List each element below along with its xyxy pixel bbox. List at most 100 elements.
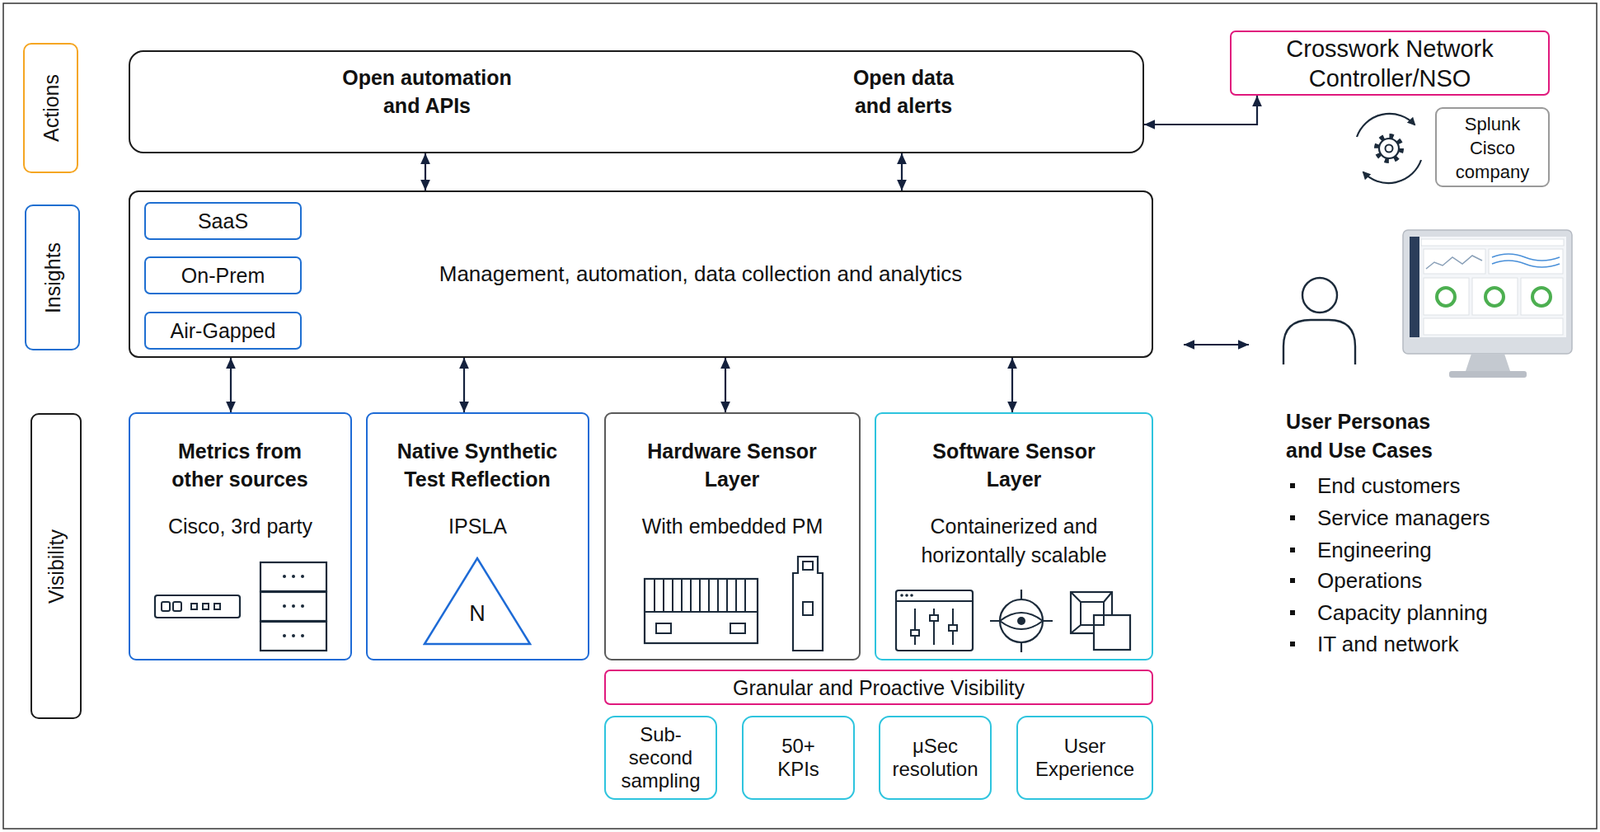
bullet	[1290, 609, 1296, 615]
gear-hub	[1385, 145, 1394, 153]
box-text: IPSLA	[367, 511, 588, 540]
switch-port	[161, 601, 170, 611]
list-item: Operations	[1317, 566, 1422, 595]
vendor-box: Splunk Cisco company	[1435, 107, 1550, 188]
cycle-arrow	[1356, 113, 1415, 137]
container-lines	[1070, 591, 1113, 634]
layer-box: Open automation and APIs Open data and al…	[128, 50, 1145, 154]
box-text: Actions	[37, 74, 65, 142]
container-icon	[1070, 591, 1113, 634]
box-text: User Experience	[1029, 734, 1141, 781]
gear-icon	[1379, 138, 1399, 159]
box-text: Open data and alerts	[841, 63, 966, 120]
section-tag: Actions	[23, 42, 79, 174]
box-text: N	[422, 599, 532, 628]
box-text: μSec resolution	[886, 734, 984, 781]
feature-box: User Experience	[1016, 715, 1154, 800]
deployment-box: SaaS	[144, 201, 302, 240]
dashboard-panel	[1423, 248, 1486, 274]
outer-frame	[3, 3, 1597, 829]
list-item: Capacity planning	[1317, 598, 1488, 627]
line-card-fins	[654, 578, 746, 612]
box-text: SaaS	[147, 208, 299, 234]
window-icon	[896, 590, 973, 651]
connector-arrow	[424, 153, 427, 191]
feature-box: Sub- second sampling	[604, 715, 718, 800]
bullet	[1290, 483, 1296, 488]
box-heading: Native Synthetic Test Reflection	[382, 436, 573, 493]
box-text: Crosswork Network Controller/NSO	[1234, 33, 1545, 94]
switch-icon	[154, 595, 240, 618]
box-heading: Open automation and APIs	[336, 63, 518, 120]
monitor-screen	[1409, 236, 1567, 338]
target-icon	[999, 599, 1043, 643]
box-heading: Hardware Sensor Layer	[633, 436, 831, 493]
server-dot	[300, 633, 305, 638]
server-dot	[282, 574, 287, 578]
server-dot	[291, 574, 296, 578]
monitor-stand	[1465, 353, 1511, 371]
feature-box: μSec resolution	[878, 715, 992, 800]
person-body	[1283, 319, 1356, 365]
section-tag: Insights	[24, 204, 80, 351]
box-text: Air-Gapped	[147, 318, 299, 343]
connector-arrow	[229, 357, 232, 413]
dashboard-chart	[1426, 255, 1483, 269]
status-ring	[1485, 287, 1504, 306]
slider-knob	[910, 629, 920, 636]
slider-knob	[929, 614, 939, 621]
connector-arrow	[1011, 357, 1014, 413]
box-text: Containerized and horizontally scalable	[898, 511, 1130, 570]
dashboard-panel	[1472, 277, 1518, 315]
server-unit	[260, 621, 327, 651]
switch-led	[202, 603, 209, 610]
section-tag: Visibility	[30, 412, 82, 719]
triangle-symbol: N	[422, 556, 532, 646]
source-box: Native Synthetic Test ReflectionIPSLA N	[365, 412, 590, 661]
connector-arrow	[900, 153, 903, 191]
switch-led	[191, 603, 198, 610]
server-dot	[300, 574, 305, 578]
dashboard-header	[1421, 239, 1564, 246]
list-item: IT and network	[1317, 629, 1460, 658]
box-text: Granular and Proactive Visibility	[607, 675, 1150, 700]
deployment-box: Air-Gapped	[144, 311, 302, 350]
bullet	[1290, 515, 1296, 521]
gear-teeth	[1376, 136, 1402, 161]
box-text: Management, automation, data collection …	[370, 259, 1031, 288]
box-text: Visibility	[42, 529, 71, 604]
server-unit	[260, 591, 327, 621]
switch-port	[173, 601, 182, 611]
eye-pupil	[1017, 616, 1026, 625]
dashboard-panel	[1488, 248, 1563, 274]
cycle-arrow	[1363, 159, 1422, 183]
window-dot	[910, 593, 914, 597]
sensor-box: Hardware Sensor LayerWith embedded PM	[604, 412, 861, 661]
sensor-box: Software Sensor LayerContainerized and h…	[874, 412, 1154, 661]
window-bar	[896, 600, 973, 602]
server-dot	[282, 604, 287, 608]
bullet	[1290, 547, 1296, 553]
dashboard-sidebar	[1409, 236, 1420, 338]
box-text: With embedded PM	[605, 511, 859, 540]
list-heading: User Personas and Use Cases	[1285, 407, 1460, 465]
server-dot	[282, 633, 287, 638]
dashboard-panel	[1520, 277, 1563, 315]
line-card-edge	[644, 610, 758, 613]
controller-box: Crosswork Network Controller/NSO	[1229, 30, 1550, 96]
box-text: 50+ KPIs	[766, 734, 831, 781]
deployment-box: On-Prem	[144, 256, 302, 295]
line-card-port	[730, 623, 746, 634]
bullet	[1290, 641, 1296, 647]
box-heading: Metrics from other sources	[157, 436, 323, 493]
box-text: On-Prem	[147, 262, 299, 288]
server-dot	[300, 604, 305, 608]
list-item: End customers	[1317, 471, 1460, 500]
monitor-base	[1449, 370, 1527, 378]
crosshair	[990, 589, 1053, 653]
slider-track	[914, 608, 953, 645]
box-heading: Software Sensor Layer	[914, 436, 1113, 493]
list-item: Engineering	[1317, 535, 1432, 564]
transceiver-latch	[802, 561, 813, 570]
eye-shape	[999, 612, 1043, 629]
